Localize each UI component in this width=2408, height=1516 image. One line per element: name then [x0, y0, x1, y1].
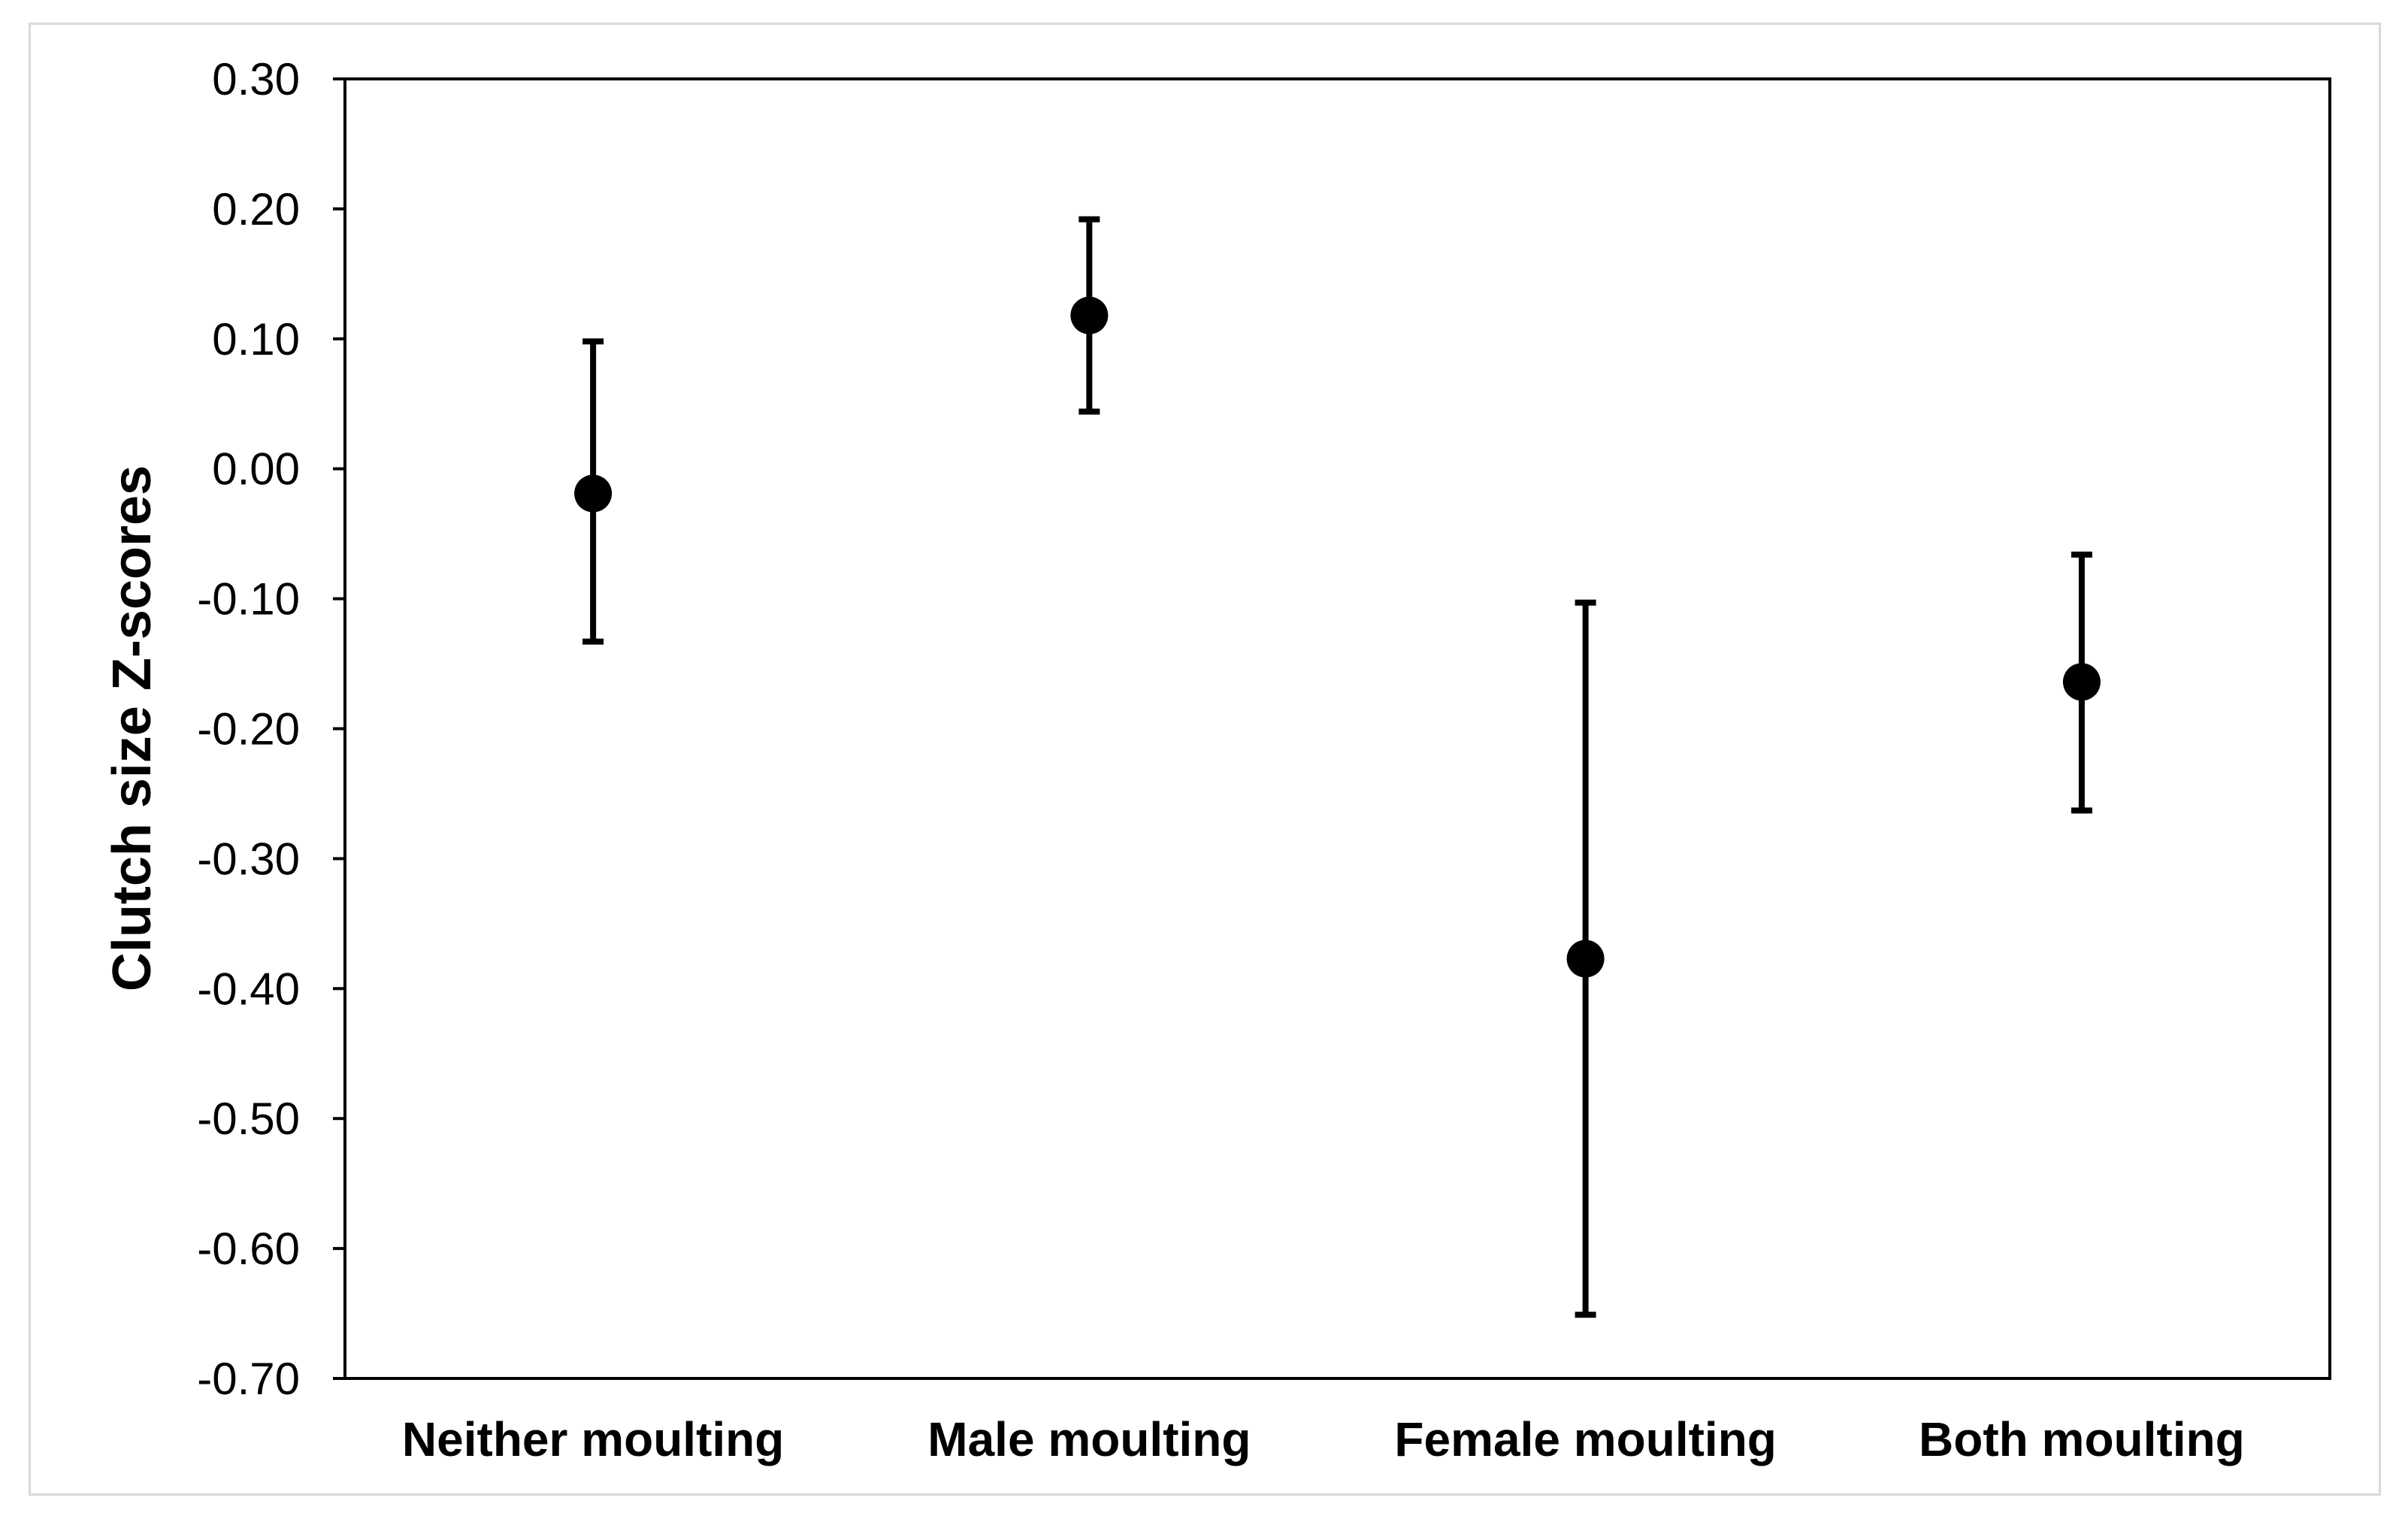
x-category-label: Female moulting [1394, 1412, 1777, 1466]
x-category-label: Both moulting [1919, 1412, 2245, 1466]
error-bars [582, 216, 2092, 1318]
y-axis-title: Clutch size Z-scores [102, 465, 162, 991]
y-tick-label: -0.50 [197, 1094, 300, 1144]
data-points [574, 296, 2101, 978]
y-tick-label: -0.70 [197, 1354, 300, 1404]
chart-frame [29, 23, 2381, 1496]
data-point [1566, 940, 1605, 978]
y-tick-label: -0.20 [197, 704, 300, 755]
y-tick-label: 0.30 [212, 54, 300, 104]
y-tick-label: 0.20 [212, 184, 300, 235]
data-point [2062, 663, 2101, 701]
x-category-label: Neither moulting [402, 1412, 784, 1466]
x-axis-category-labels: Neither moulting Male moulting Female moul… [402, 1412, 2245, 1466]
y-tick-label: -0.10 [197, 574, 300, 625]
data-point [574, 474, 613, 513]
data-point [1070, 296, 1109, 334]
y-tick-label: 0.10 [212, 314, 300, 365]
y-tick-label: -0.60 [197, 1224, 300, 1274]
y-tick-label: -0.40 [197, 964, 300, 1014]
y-tick-label: -0.30 [197, 834, 300, 884]
y-axis-tick-labels: 0.30 0.20 0.10 0.00 -0.10 -0.20 -0.30 -0.40 -0.5… [197, 54, 300, 1404]
plot-area-border [343, 77, 2331, 1380]
y-tick-label: 0.00 [212, 444, 300, 495]
x-category-label: Male moulting [927, 1412, 1251, 1466]
y-axis-ticks [333, 77, 345, 1380]
